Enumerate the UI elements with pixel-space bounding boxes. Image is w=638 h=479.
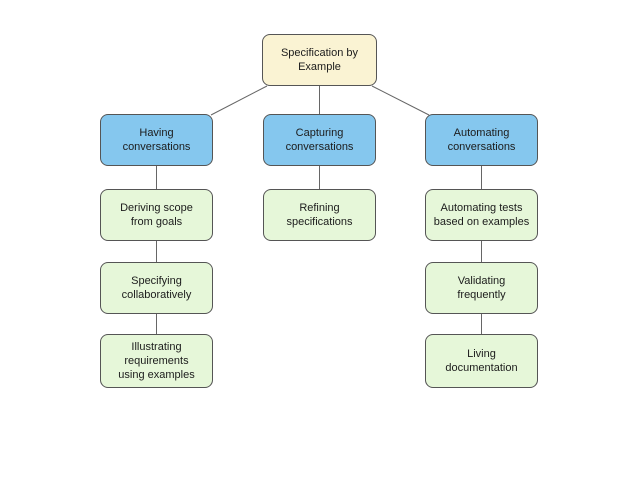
node-label: Automating tests based on examples xyxy=(433,201,530,228)
node-living-documentation: Living documentation xyxy=(425,334,538,388)
node-label: Specifying collaboratively xyxy=(121,274,192,301)
node-label: Refining specifications xyxy=(286,201,353,228)
node-refining-specifications: Refining specifications xyxy=(263,189,376,241)
node-capturing-conversations: Capturing conversations xyxy=(263,114,376,166)
node-having-conversations: Having conversations xyxy=(100,114,213,166)
connector-root-having xyxy=(210,85,268,116)
node-illustrating-requirements-using-examples: Illustrating requirements using examples xyxy=(100,334,213,388)
node-label: Capturing conversations xyxy=(285,126,354,153)
node-automating-tests-based-on-examples: Automating tests based on examples xyxy=(425,189,538,241)
node-label: Specification by Example xyxy=(280,46,359,73)
node-label: Automating conversations xyxy=(447,126,516,153)
node-specifying-collaboratively: Specifying collaboratively xyxy=(100,262,213,314)
node-label: Illustrating requirements using examples xyxy=(118,340,195,382)
node-label: Having conversations xyxy=(122,126,191,153)
node-label: Deriving scope from goals xyxy=(120,201,193,228)
node-specification-by-example: Specification by Example xyxy=(262,34,377,86)
node-label: Living documentation xyxy=(445,347,518,374)
connector-root-automating xyxy=(371,85,430,116)
node-label: Validating frequently xyxy=(457,274,506,301)
node-automating-conversations: Automating conversations xyxy=(425,114,538,166)
node-validating-frequently: Validating frequently xyxy=(425,262,538,314)
node-deriving-scope-from-goals: Deriving scope from goals xyxy=(100,189,213,241)
